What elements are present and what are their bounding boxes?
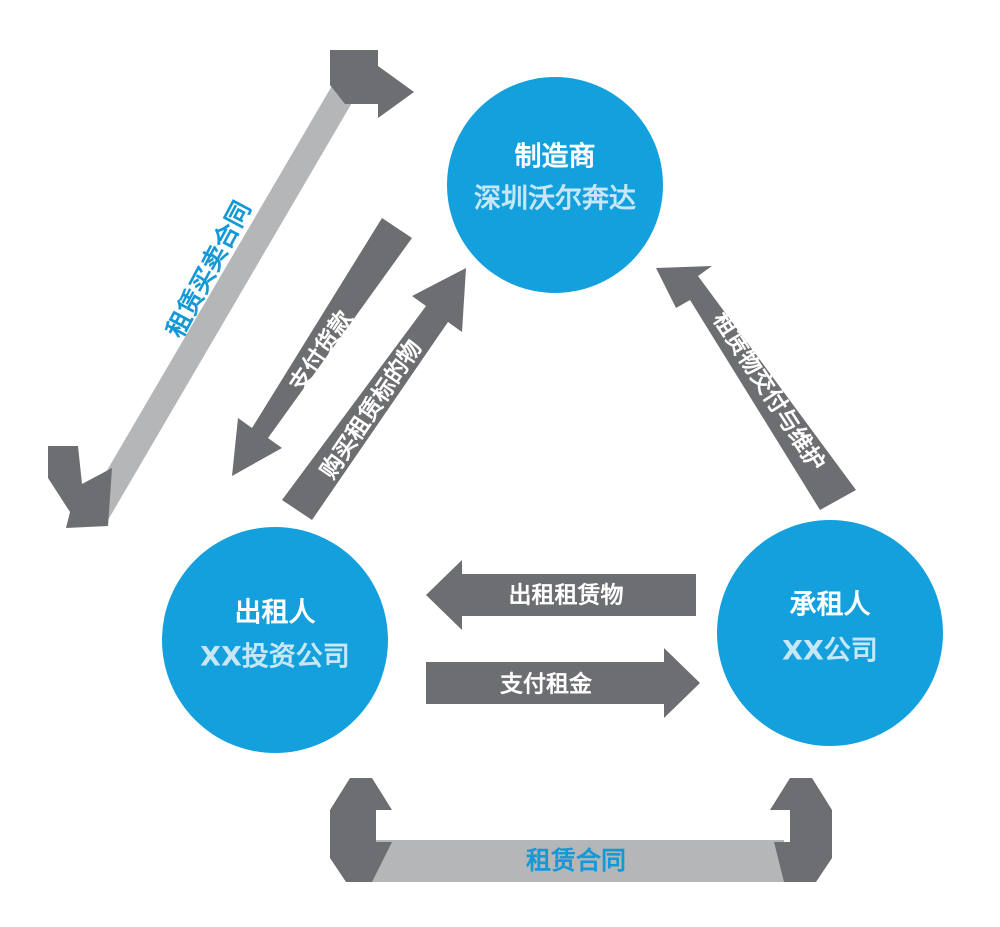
lessee-circle (717, 520, 943, 746)
delivery-maintenance-label: 租赁物交付与维护 (707, 307, 830, 476)
buy-asset-arrow-shape (282, 268, 466, 520)
lease-contract-left-bracket (330, 778, 392, 882)
manufacturer-node: 制造商 深圳沃尔奔达 (447, 77, 663, 293)
lessor-circle (162, 527, 388, 753)
pay-rent-arrow: 支付租金 (426, 648, 700, 718)
lessee-title: 承租人 (790, 590, 871, 621)
delivery-maintenance-arrow-shape (656, 266, 856, 510)
lessee-node: 承租人 XX公司 (717, 520, 943, 746)
buy-asset-arrow: 购买租赁标的物 (282, 268, 466, 520)
lease-contract-label: 租赁合同 (526, 846, 626, 875)
manufacturer-title: 制造商 (515, 142, 596, 173)
purchase-contract-band-body (78, 72, 370, 520)
purchase-contract-bottom-arrowhead (48, 446, 112, 528)
lease-contract-band-body (372, 840, 784, 882)
lease-contract-right-bracket (770, 778, 832, 882)
delivery-maintenance-arrow: 租赁物交付与维护 (656, 266, 856, 510)
lessor-title: 出租人 (235, 598, 316, 629)
lease-contract-band: 租赁合同 (330, 778, 832, 882)
lessor-subtitle: XX投资公司 (200, 642, 350, 673)
pay-rent-label: 支付租金 (499, 671, 593, 698)
manufacturer-subtitle: 深圳沃尔奔达 (474, 184, 636, 215)
lease-out-arrow: 出租租赁物 (426, 560, 696, 630)
lessee-subtitle: XX公司 (782, 636, 878, 667)
manufacturer-circle (447, 77, 663, 293)
lessor-node: 出租人 XX投资公司 (162, 527, 388, 753)
purchase-contract-top-arrowhead (330, 50, 414, 118)
pay-rent-arrow-shape (426, 648, 700, 718)
pay-goods-arrow-shape (232, 218, 412, 476)
lease-out-label: 出租租赁物 (509, 582, 624, 609)
lease-out-arrow-shape (426, 560, 696, 630)
